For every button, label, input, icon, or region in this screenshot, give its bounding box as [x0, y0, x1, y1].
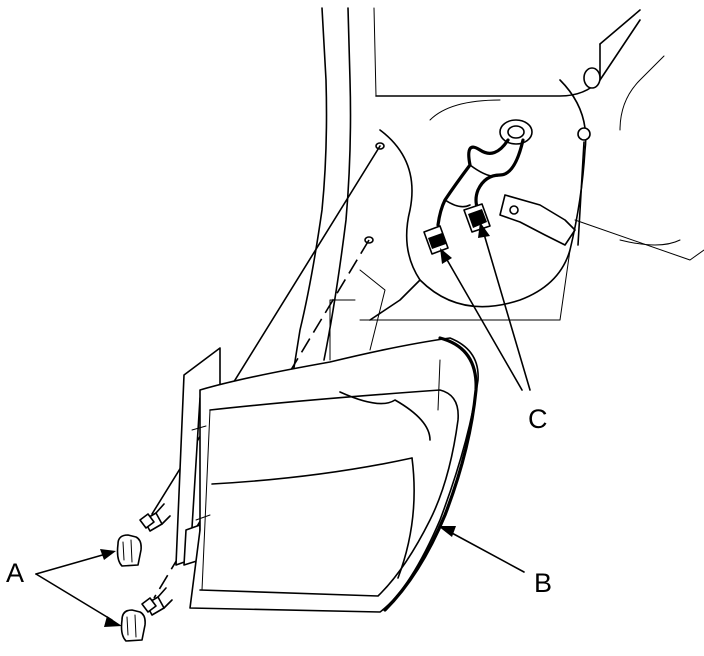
leader-a [35, 549, 122, 627]
cap-upper [116, 534, 142, 567]
cap-lower [120, 609, 146, 642]
wire-harness [436, 119, 533, 227]
leader-c [440, 222, 531, 391]
leader-b [438, 526, 525, 573]
bolt-lower [141, 587, 173, 616]
label-b: B [534, 568, 552, 598]
connector-right [463, 203, 491, 233]
tail-light-assembly [175, 336, 479, 613]
connector-left [423, 225, 449, 255]
body-panel [291, 7, 704, 381]
label-c: C [528, 404, 548, 434]
label-a: A [6, 558, 24, 588]
bolt-upper [139, 503, 171, 532]
